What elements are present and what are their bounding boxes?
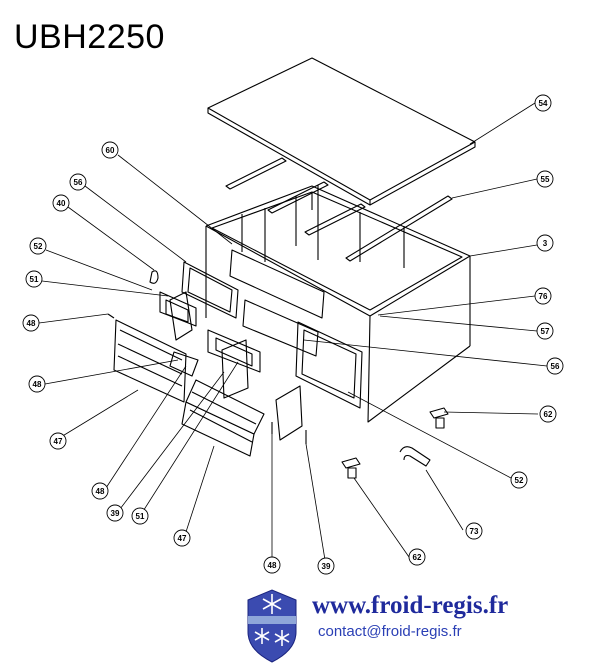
callout-48: 48 bbox=[263, 556, 281, 574]
callout-39: 39 bbox=[317, 557, 335, 575]
snowflake-shield-icon bbox=[247, 589, 297, 663]
callout-52: 52 bbox=[29, 237, 47, 255]
callout-52: 52 bbox=[510, 471, 528, 489]
caster-strip bbox=[399, 446, 431, 467]
callout-56: 56 bbox=[69, 173, 87, 191]
callout-label: 48 bbox=[33, 380, 42, 389]
left-drawer bbox=[113, 291, 199, 403]
callout-76: 76 bbox=[534, 287, 552, 305]
front-openings bbox=[229, 249, 363, 409]
callout-label: 52 bbox=[515, 476, 524, 485]
callouts: 54 55 60 56 40 3 52 51 76 48 57 56 48 62… bbox=[22, 94, 564, 575]
callout-48: 48 bbox=[91, 482, 109, 500]
callout-48: 48 bbox=[22, 314, 40, 332]
callout-label: 51 bbox=[136, 512, 145, 521]
callout-label: 56 bbox=[551, 362, 560, 371]
lid-rails bbox=[225, 157, 453, 262]
door-gaskets bbox=[181, 261, 239, 319]
leader-lines bbox=[38, 102, 548, 567]
callout-label: 48 bbox=[96, 487, 105, 496]
callout-51: 51 bbox=[131, 507, 149, 525]
callout-label: 48 bbox=[268, 561, 277, 570]
callout-label: 54 bbox=[539, 99, 548, 108]
callout-label: 39 bbox=[111, 509, 120, 518]
callout-label: 62 bbox=[413, 553, 422, 562]
right-drawer bbox=[181, 339, 303, 457]
callout-73: 73 bbox=[465, 522, 483, 540]
callout-label: 57 bbox=[541, 327, 550, 336]
callout-label: 47 bbox=[54, 437, 63, 446]
callout-label: 55 bbox=[541, 175, 550, 184]
callout-label: 60 bbox=[106, 146, 115, 155]
callout-48: 48 bbox=[28, 375, 46, 393]
callout-label: 51 bbox=[30, 275, 39, 284]
callout-54: 54 bbox=[534, 94, 552, 112]
callout-label: 3 bbox=[543, 239, 548, 248]
callout-62: 62 bbox=[408, 548, 426, 566]
page-title: UBH2250 bbox=[14, 18, 165, 56]
callout-label: 48 bbox=[27, 319, 36, 328]
callout-55: 55 bbox=[536, 170, 554, 188]
callout-3: 3 bbox=[536, 234, 554, 252]
callout-62: 62 bbox=[539, 405, 557, 423]
callout-57: 57 bbox=[536, 322, 554, 340]
callout-label: 40 bbox=[57, 199, 66, 208]
website-link[interactable]: www.froid-regis.fr bbox=[312, 592, 509, 619]
hinge-pins bbox=[107, 313, 307, 444]
callout-47: 47 bbox=[173, 529, 191, 547]
lid-panel bbox=[207, 57, 476, 206]
callout-56: 56 bbox=[546, 357, 564, 375]
callout-60: 60 bbox=[101, 141, 119, 159]
leveling-feet bbox=[341, 407, 449, 479]
callout-label: 73 bbox=[470, 527, 479, 536]
callout-40: 40 bbox=[52, 194, 70, 212]
callout-label: 39 bbox=[322, 562, 331, 571]
callout-label: 52 bbox=[34, 242, 43, 251]
callout-label: 56 bbox=[74, 178, 83, 187]
callout-39: 39 bbox=[106, 504, 124, 522]
hinge-brackets bbox=[149, 270, 261, 373]
callout-51: 51 bbox=[25, 270, 43, 288]
callout-label: 47 bbox=[178, 534, 187, 543]
callout-label: 62 bbox=[544, 410, 553, 419]
callout-47: 47 bbox=[49, 432, 67, 450]
contact-email-link[interactable]: contact@froid-regis.fr bbox=[318, 623, 462, 640]
callout-label: 76 bbox=[539, 292, 548, 301]
